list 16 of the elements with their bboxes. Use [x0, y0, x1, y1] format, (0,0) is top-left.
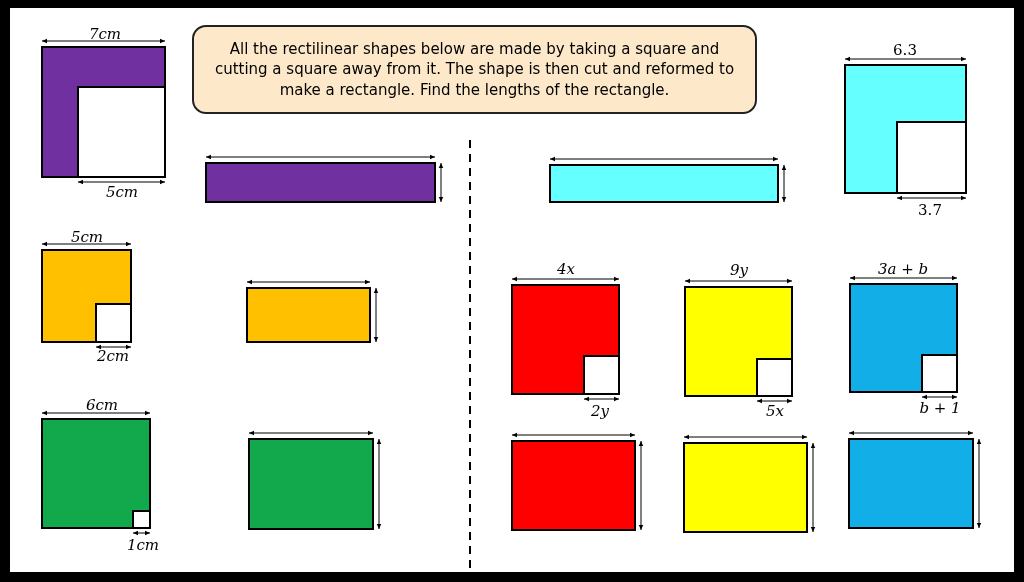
dimension-label: 6.3: [893, 42, 917, 58]
dimension-label: 6cm: [85, 397, 119, 413]
dimension-label: 1cm: [126, 537, 160, 553]
dimension-label: b + 1: [919, 400, 961, 416]
dimension-label: 5x: [766, 403, 784, 419]
instruction-text: All the rectilinear shapes below are made by taking a square and cutting a square away from it. The shape is then cut and reformed to make a rectangle. Find the lengths of the rectangle.: [213, 39, 736, 100]
instruction-box: [192, 25, 757, 114]
dimension-label: 9y: [730, 262, 748, 278]
dimension-label: 2cm: [96, 348, 130, 364]
dimension-label: 3.7: [918, 202, 942, 218]
dimension-label: 5cm: [70, 229, 104, 245]
dimension-label: 2y: [591, 403, 609, 419]
dimension-label: 4x: [557, 261, 575, 277]
dimension-label: 7cm: [88, 26, 122, 42]
dimension-label: 3a + b: [877, 261, 929, 277]
dimension-label: 5cm: [105, 184, 139, 200]
